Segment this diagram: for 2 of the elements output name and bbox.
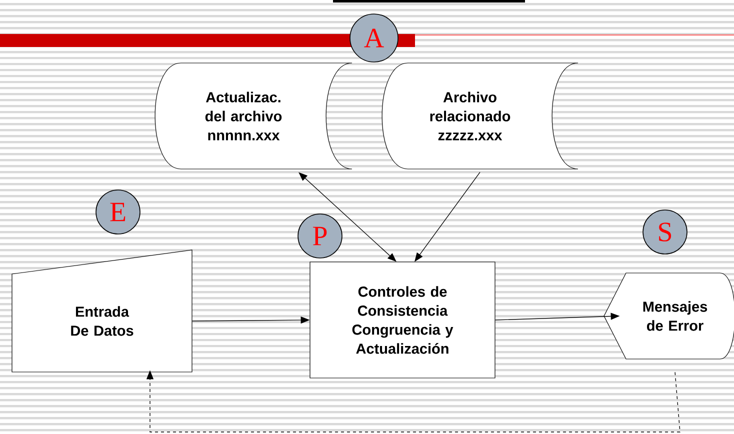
node-label: Mensajes de Error [643, 301, 708, 331]
process-box: Controles de Consistencia Congruencia y Actualización [310, 262, 496, 378]
